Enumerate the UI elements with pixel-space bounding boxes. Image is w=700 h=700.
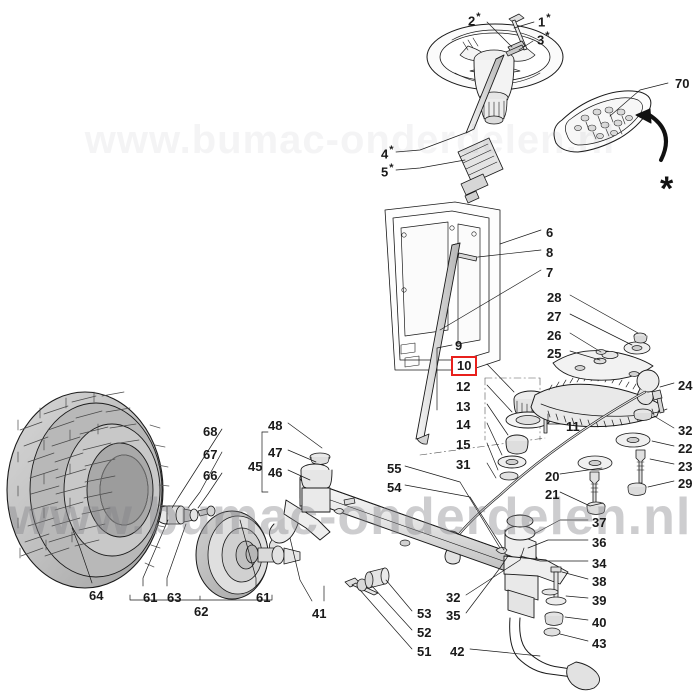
callout-63: 63	[167, 590, 182, 605]
callout-27: 27	[547, 309, 562, 324]
right-hub-hardware	[541, 566, 567, 637]
callout-7: 7	[546, 265, 554, 280]
callout-20: 20	[545, 469, 560, 484]
callout-45: 45	[248, 459, 263, 474]
callout-62: 62	[194, 604, 209, 619]
callout-32: 32	[446, 590, 461, 605]
hub-bearing-hardware	[155, 505, 216, 525]
callout-51: 51	[417, 644, 432, 659]
callout-31: 31	[456, 457, 471, 472]
callout-12: 12	[456, 379, 471, 394]
callout-23: 23	[678, 459, 693, 474]
callout-star-icon: *	[545, 30, 550, 42]
callout-52: 52	[417, 625, 432, 640]
steering-arm-left	[283, 499, 331, 541]
callout-star-icon: *	[476, 11, 481, 23]
kit-arrow	[635, 108, 668, 162]
callout-55: 55	[387, 461, 402, 476]
bolt-51-bush-52-53	[344, 567, 390, 596]
callout-star-icon: *	[546, 12, 551, 24]
callout-star-icon: *	[389, 162, 394, 174]
callout-15: 15	[456, 437, 471, 452]
tire-part-64	[6, 391, 170, 589]
callout-11: 11	[566, 419, 580, 434]
left-spindle-hardware	[300, 452, 333, 491]
hardware-group-right	[577, 408, 653, 515]
callout-54: 54	[387, 480, 402, 495]
callout-40: 40	[592, 615, 607, 630]
callout-46: 46	[268, 465, 283, 480]
callout-9: 9	[455, 338, 463, 353]
callout-13: 13	[456, 399, 471, 414]
callout-28: 28	[547, 290, 562, 305]
callout-61: 61	[143, 590, 158, 605]
callout-1: 1*	[538, 12, 551, 30]
callout-2: 2*	[468, 11, 481, 29]
steering-sector-stack	[419, 377, 551, 481]
callout-66: 66	[203, 468, 218, 483]
sector-gear-assembly	[530, 332, 668, 428]
callout-53: 53	[417, 606, 432, 621]
callout-61: 61	[256, 590, 271, 605]
callout-64: 64	[89, 588, 104, 603]
callout-29: 29	[678, 476, 693, 491]
steering-wheel-part	[426, 23, 564, 125]
callout-34: 34	[592, 556, 607, 571]
callout-25: 25	[547, 346, 562, 361]
callout-37: 37	[592, 515, 607, 530]
callout-3: 3*	[537, 30, 550, 48]
callout-36: 36	[592, 535, 607, 550]
upper-steering-shaft	[465, 54, 505, 134]
callout-41: 41	[312, 606, 327, 621]
callout-35: 35	[446, 608, 461, 623]
callout-43: 43	[592, 636, 607, 651]
lower-steering-rod	[415, 242, 461, 445]
kit-asterisk-marker: *	[660, 170, 674, 208]
callout-21: 21	[545, 487, 560, 502]
callout-26: 26	[547, 328, 562, 343]
callout-24: 24	[678, 378, 693, 393]
callout-4: 4*	[381, 144, 394, 162]
callout-32: 32	[678, 423, 693, 438]
wheel-hub-assembly	[195, 510, 301, 600]
chassis-panel	[384, 201, 501, 371]
callout-47: 47	[268, 445, 283, 460]
callout-39: 39	[592, 593, 607, 608]
callout-10-highlighted[interactable]: 10	[451, 356, 478, 376]
callout-70: 70	[675, 76, 690, 91]
callout-38: 38	[592, 574, 607, 589]
callout-22: 22	[678, 441, 693, 456]
callout-48: 48	[268, 418, 283, 433]
shaft-coupler	[457, 137, 504, 204]
callout-star-icon: *	[389, 144, 394, 156]
hardware-bag-70	[553, 90, 652, 153]
callout-5: 5*	[381, 162, 394, 180]
callout-42: 42	[450, 644, 465, 659]
callout-14: 14	[456, 417, 471, 432]
callout-67: 67	[203, 447, 218, 462]
callout-6: 6	[546, 225, 554, 240]
tie-rod-hardware	[333, 497, 508, 554]
left-spindle-41	[301, 487, 331, 513]
roll-pin-8	[457, 252, 478, 262]
steering-arm-right	[503, 555, 569, 585]
callout-8: 8	[546, 245, 554, 260]
callout-68: 68	[203, 424, 218, 439]
